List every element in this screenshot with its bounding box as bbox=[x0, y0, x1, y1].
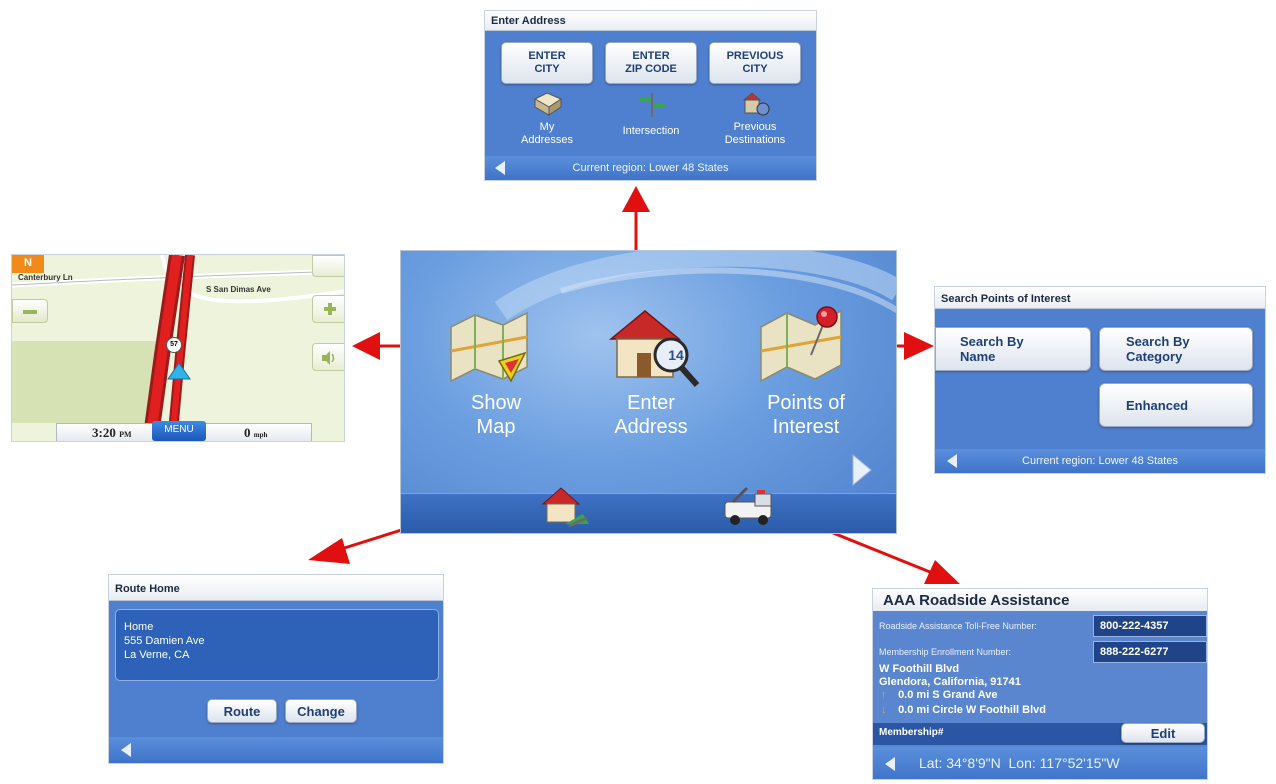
aaa-title: AAA Roadside Assistance bbox=[873, 589, 1207, 611]
poi-region-text: Current region: Lower 48 States bbox=[1022, 455, 1178, 467]
enter-zip-code-button[interactable]: ENTER ZIP CODE bbox=[605, 42, 697, 84]
enter-address-title: Enter Address bbox=[485, 11, 816, 31]
next-page-icon[interactable] bbox=[851, 453, 873, 487]
route-home-icon[interactable] bbox=[539, 484, 593, 530]
aaa-back-icon[interactable] bbox=[885, 757, 895, 771]
points-of-interest-item[interactable]: Points of Interest bbox=[731, 299, 881, 441]
toll-free-label: Roadside Assistance Toll-Free Number: bbox=[879, 621, 1037, 631]
arrowhead-down-right bbox=[924, 560, 960, 584]
arrowhead-up bbox=[622, 186, 650, 212]
poi-map-pin-icon bbox=[760, 306, 842, 383]
direction-row-2: ↓ 0.0 mi Circle W Foothill Blvd bbox=[881, 704, 1046, 716]
map-canvas[interactable] bbox=[12, 255, 345, 442]
roadside-assistance-tow-truck-icon[interactable] bbox=[721, 482, 785, 528]
speaker-icon bbox=[322, 351, 335, 365]
main-menu-panel: Show Map 14 Enter Address Points of bbox=[400, 250, 897, 534]
address-street: W Foothill Blvd bbox=[879, 663, 960, 675]
direction-row-1: ↑ 0.0 mi S Grand Ave bbox=[881, 689, 998, 701]
top-right-button[interactable] bbox=[312, 255, 344, 277]
membership-bar: Membership# Edit bbox=[873, 723, 1207, 745]
change-button[interactable]: Change bbox=[285, 699, 357, 723]
map-panel: N Canterbury Ln S San Dimas Ave 57 3:20 … bbox=[11, 254, 345, 442]
clock-display: 3:20 PM bbox=[92, 425, 132, 440]
route-button[interactable]: Route bbox=[207, 699, 277, 723]
enter-city-button[interactable]: ENTER CITY bbox=[501, 42, 593, 84]
poi-title: Search Points of Interest bbox=[935, 287, 1265, 309]
previous-city-button[interactable]: PREVIOUS CITY bbox=[709, 42, 801, 84]
street-label-san-dimas: S San Dimas Ave bbox=[206, 285, 271, 294]
street-sign-icon bbox=[638, 93, 666, 117]
membership-label: Membership# bbox=[879, 727, 944, 738]
home-label: Home bbox=[124, 621, 154, 633]
route-shield-icon: 57 bbox=[166, 337, 182, 353]
plus-icon bbox=[324, 303, 336, 315]
zoom-out-button[interactable] bbox=[12, 299, 48, 323]
enrollment-number[interactable]: 888-222-6277 bbox=[1093, 641, 1207, 663]
route-home-panel: Route Home Home 555 Damien Ave La Verne,… bbox=[108, 574, 444, 764]
decorative-swoosh bbox=[494, 251, 896, 321]
previous-destinations-item[interactable]: Previous Destinations bbox=[713, 91, 797, 155]
aaa-panel: AAA Roadside Assistance Roadside Assista… bbox=[872, 588, 1208, 780]
location-address: W Foothill Blvd Glendora, California, 91… bbox=[879, 663, 1021, 689]
route-home-title: Route Home bbox=[109, 575, 443, 601]
arrowhead-right bbox=[904, 332, 934, 360]
region-text: Current region: Lower 48 States bbox=[572, 162, 729, 174]
search-by-category-button[interactable]: Search By Category bbox=[1099, 327, 1253, 371]
my-addresses-item[interactable]: My Addresses bbox=[509, 91, 585, 155]
arrowhead-down-left bbox=[308, 538, 350, 564]
address-city: Glendora, California, 91741 bbox=[879, 676, 1021, 688]
compass-icon[interactable]: N bbox=[12, 255, 44, 273]
enter-address-footer: Current region: Lower 48 States bbox=[485, 156, 816, 180]
show-map-item[interactable]: Show Map bbox=[431, 301, 561, 441]
toll-free-number[interactable]: 800-222-4357 bbox=[1093, 615, 1207, 637]
poi-panel: Search Points of Interest Search By Name… bbox=[934, 286, 1266, 474]
vehicle-position-icon bbox=[167, 362, 191, 380]
volume-button[interactable] bbox=[312, 343, 344, 371]
edit-membership-button[interactable]: Edit bbox=[1121, 723, 1205, 743]
enhanced-button[interactable]: Enhanced bbox=[1099, 383, 1253, 427]
enter-address-back-icon[interactable] bbox=[495, 161, 505, 175]
coordinates-text: Lat: 34°8'9"N Lon: 117°52'15"W bbox=[919, 755, 1120, 771]
main-menu-bottom-bar bbox=[401, 486, 896, 533]
route-home-footer bbox=[109, 737, 443, 763]
menu-button[interactable]: MENU bbox=[152, 421, 206, 441]
zoom-in-button[interactable] bbox=[312, 295, 344, 323]
destinations-icon bbox=[742, 92, 770, 116]
street-label-canterbury: Canterbury Ln bbox=[18, 273, 73, 282]
home-city: La Verne, CA bbox=[124, 649, 190, 661]
search-by-name-button[interactable]: Search By Name bbox=[935, 327, 1091, 371]
coordinates-bar: Lat: 34°8'9"N Lon: 117°52'15"W bbox=[873, 747, 1207, 779]
home-street: 555 Damien Ave bbox=[124, 635, 205, 647]
address-book-icon bbox=[533, 92, 563, 116]
route-home-back-icon[interactable] bbox=[121, 743, 131, 757]
poi-back-icon[interactable] bbox=[947, 454, 957, 468]
minus-icon bbox=[23, 310, 37, 314]
map-icon bbox=[450, 311, 528, 383]
arrow-down-icon: ↓ bbox=[881, 704, 887, 716]
enter-address-item[interactable]: 14 Enter Address bbox=[581, 299, 721, 441]
enter-address-panel: Enter Address ENTER CITY ENTER ZIP CODE … bbox=[484, 10, 817, 181]
arrowhead-left bbox=[352, 332, 380, 360]
house-search-icon bbox=[608, 310, 700, 387]
speed-display: 0 mph bbox=[244, 425, 268, 440]
address-badge: 14 bbox=[668, 347, 684, 363]
poi-footer: Current region: Lower 48 States bbox=[935, 449, 1265, 473]
intersection-item[interactable]: Intersection bbox=[613, 91, 689, 155]
home-address-box: Home 555 Damien Ave La Verne, CA bbox=[115, 609, 439, 681]
arrow-up-icon: ↑ bbox=[881, 689, 887, 701]
enrollment-label: Membership Enrollment Number: bbox=[879, 647, 1012, 657]
